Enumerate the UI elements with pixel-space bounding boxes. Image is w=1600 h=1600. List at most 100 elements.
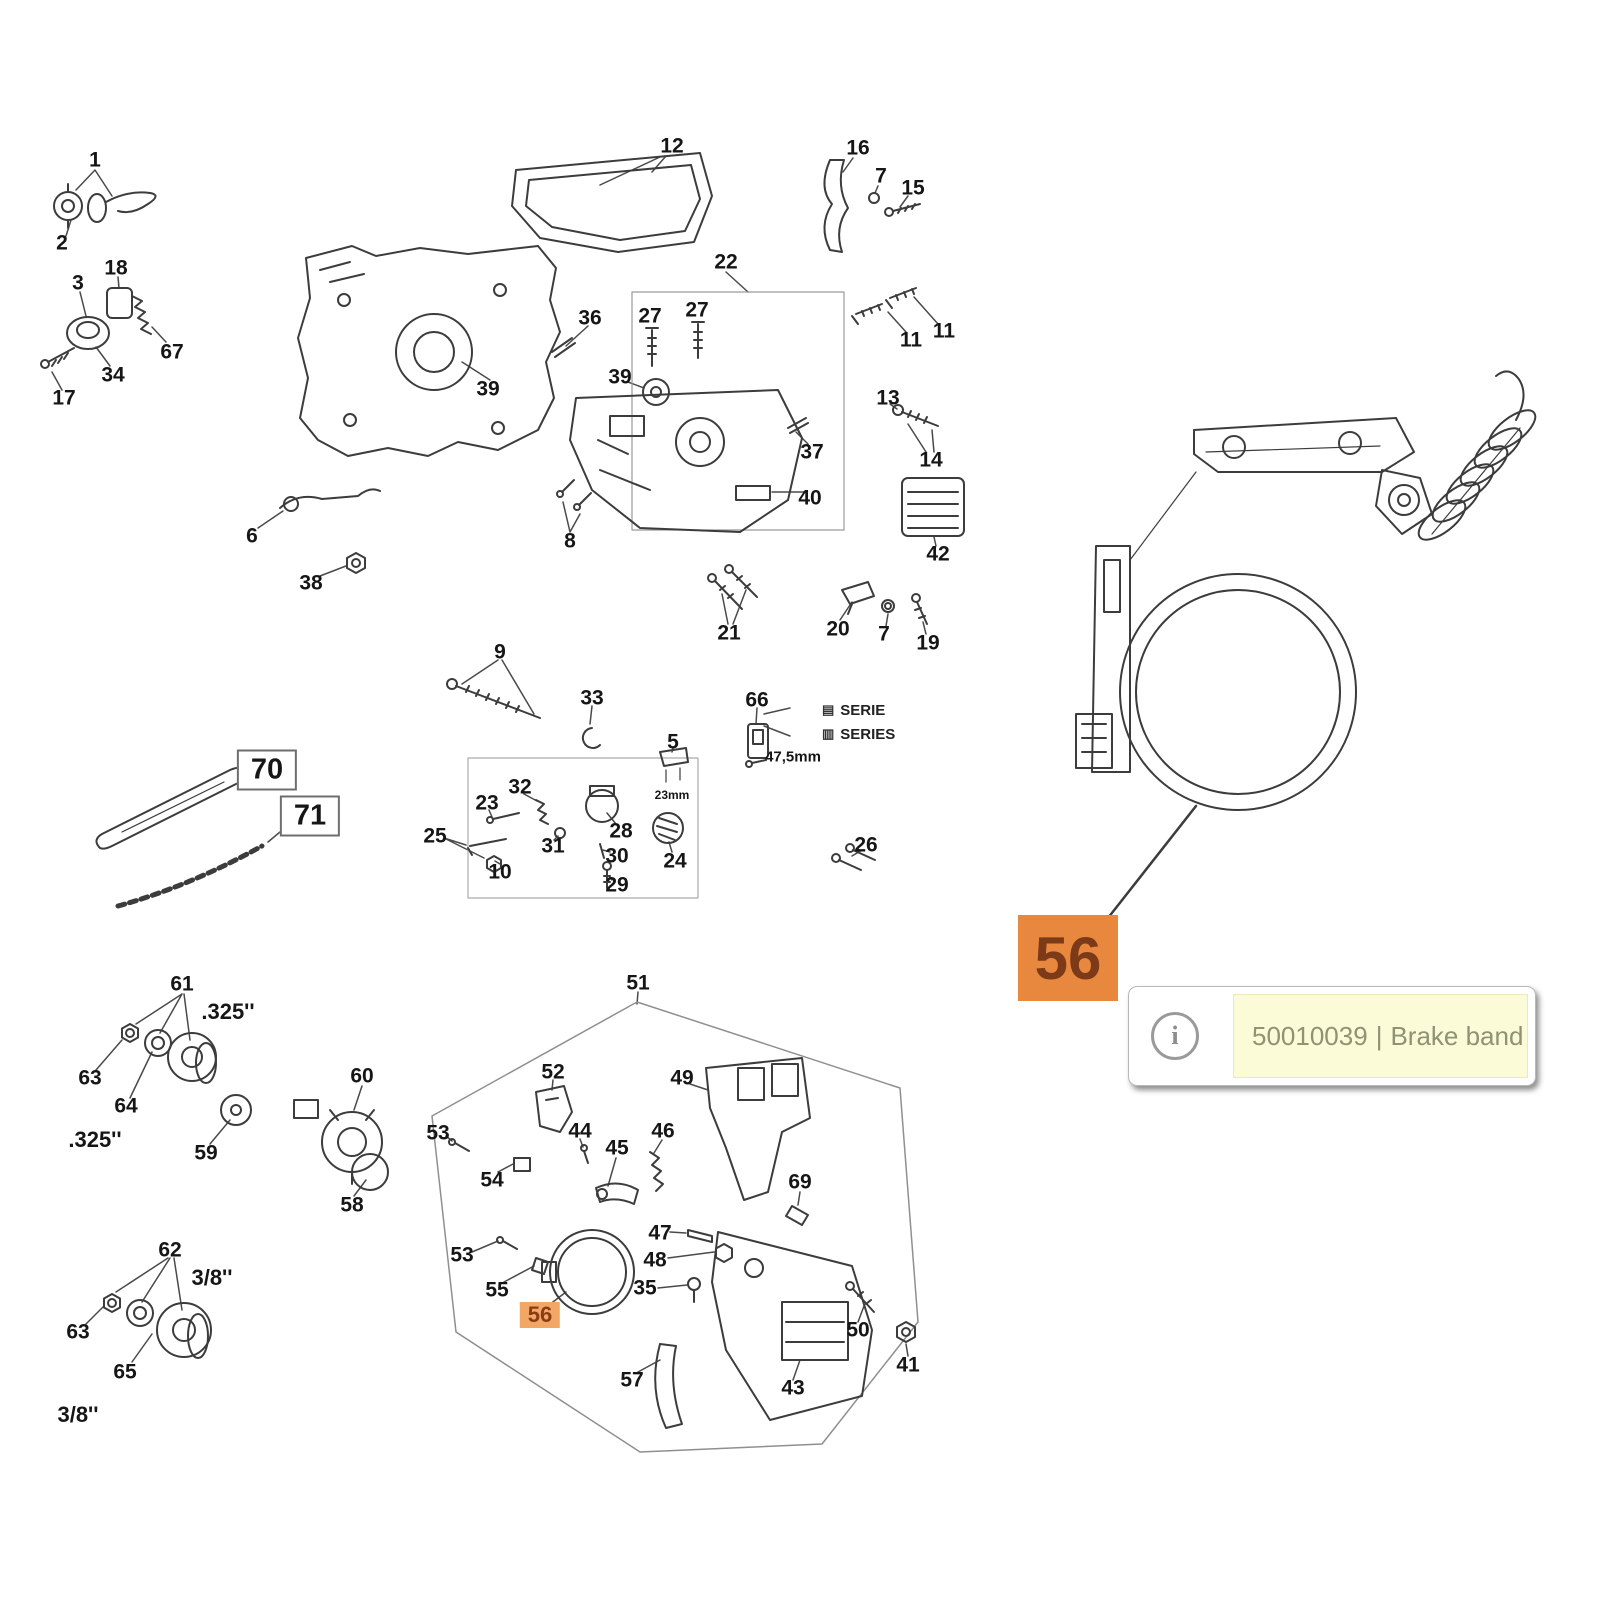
chain-type-icon: ▥ [822, 726, 835, 741]
part-label[interactable]: 10 [488, 860, 512, 884]
part-label[interactable]: 33 [580, 686, 604, 710]
part-label[interactable]: 19 [916, 631, 940, 655]
part-label[interactable]: 27 [638, 304, 662, 328]
part-label[interactable]: 12 [660, 134, 684, 158]
part-label[interactable]: 37 [800, 440, 824, 464]
part-label[interactable]: 6 [246, 524, 258, 548]
part-label[interactable]: 51 [626, 971, 650, 995]
part-label[interactable]: 61 [170, 972, 194, 996]
part-label[interactable]: 41 [896, 1353, 920, 1377]
part-label[interactable]: 32 [508, 775, 532, 799]
part-label[interactable]: 53 [426, 1121, 450, 1145]
part-label[interactable]: 64 [114, 1094, 138, 1118]
part-label[interactable]: 67 [160, 340, 184, 364]
part-label[interactable]: 54 [480, 1168, 504, 1192]
part-label[interactable]: 7 [878, 622, 890, 646]
part-label[interactable]: 5 [667, 730, 679, 754]
part-label[interactable]: 35 [633, 1276, 657, 1300]
part-label[interactable]: 31 [541, 834, 565, 858]
part-label[interactable]: 13 [876, 386, 900, 410]
part-label[interactable]: 16 [846, 136, 870, 160]
series-note-label: SERIE [840, 701, 886, 719]
part-label[interactable]: 2 [56, 231, 68, 255]
part-label[interactable]: 27 [685, 298, 709, 322]
part-label[interactable]: 69 [788, 1170, 812, 1194]
part-label[interactable]: 22 [714, 250, 738, 274]
part-label[interactable]: 55 [485, 1278, 509, 1302]
part-sketch-crankcase [297, 245, 561, 457]
part-label[interactable]: 39 [476, 377, 500, 401]
part-label[interactable]: 11 [899, 328, 923, 352]
part-label[interactable]: 3 [72, 271, 84, 295]
part-label[interactable]: 8 [564, 529, 576, 553]
part-label[interactable]: 24 [663, 849, 687, 873]
part-label[interactable]: 63 [78, 1066, 102, 1090]
part-label[interactable]: 63 [66, 1320, 90, 1344]
part-label[interactable]: 23 [475, 791, 499, 815]
part-label[interactable]: 44 [568, 1119, 592, 1143]
part-label[interactable]: 58 [340, 1193, 364, 1217]
part-label[interactable]: 38 [299, 571, 323, 595]
part-sketch-tensioner [446, 678, 601, 749]
part-sketch-brake-group [448, 1057, 916, 1429]
part-sketch-sprocket-38 [103, 1293, 212, 1359]
part-label[interactable]: 21 [717, 621, 741, 645]
part-label[interactable]: 29 [605, 873, 629, 897]
region-frame-pump [467, 757, 699, 899]
series-note-row: ▤ SERIE [822, 698, 895, 722]
series-note-label: SERIES [840, 725, 896, 743]
part-label[interactable]: 1 [89, 148, 101, 172]
part-label[interactable]: 57 [620, 1368, 644, 1392]
selected-part-callout[interactable]: 56 [1018, 915, 1118, 1001]
part-label[interactable]: 34 [101, 363, 125, 387]
part-label[interactable]: 25 [423, 824, 447, 848]
part-sketch-clutch [293, 1099, 389, 1191]
part-label[interactable]: 26 [854, 833, 878, 857]
part-label[interactable]: 28 [609, 819, 633, 843]
part-label[interactable]: 11 [932, 319, 956, 343]
part-label[interactable]: 15 [901, 176, 925, 200]
part-label[interactable]: 71 [279, 795, 341, 837]
part-label[interactable]: 36 [578, 306, 602, 330]
part-sketch-oil-pump [467, 747, 689, 889]
part-code: 50010039 [1252, 1020, 1368, 1051]
part-label[interactable]: 65 [113, 1360, 137, 1384]
part-label[interactable]: 9 [494, 640, 506, 664]
part-label[interactable]: 53 [450, 1243, 474, 1267]
part-separator: | [1375, 1020, 1383, 1051]
part-label[interactable]: 48 [643, 1248, 667, 1272]
info-icon: i [1151, 1012, 1199, 1060]
part-label[interactable]: 59 [194, 1141, 218, 1165]
part-sketch-throttle-rod [279, 479, 592, 574]
series-note: ▤ SERIE ▥ SERIES [822, 698, 895, 746]
part-label[interactable]: 52 [541, 1060, 565, 1084]
part-sketch-starter-pawl [53, 183, 157, 229]
part-label[interactable]: 30 [605, 844, 629, 868]
part-label-highlight[interactable]: 56 [519, 1302, 561, 1328]
part-label[interactable]: 39 [608, 365, 632, 389]
part-label[interactable]: 14 [919, 448, 943, 472]
part-label: 47,5mm [765, 748, 821, 766]
part-info-text: 50010039 | Brake band [1233, 994, 1528, 1078]
part-label[interactable]: 50 [846, 1318, 870, 1342]
part-label[interactable]: 42 [926, 542, 950, 566]
part-label[interactable]: 62 [158, 1238, 182, 1262]
part-label[interactable]: 47 [648, 1221, 672, 1245]
part-label[interactable]: 43 [781, 1376, 805, 1400]
part-label[interactable]: 20 [826, 617, 850, 641]
part-info-bar[interactable]: i 50010039 | Brake band [1128, 986, 1536, 1086]
part-label: .325'' [201, 999, 255, 1024]
part-label[interactable]: 45 [605, 1136, 629, 1160]
leader-lines [51, 155, 939, 1381]
part-label[interactable]: 70 [236, 749, 298, 791]
part-label[interactable]: 18 [104, 256, 128, 280]
part-label[interactable]: 66 [745, 688, 769, 712]
part-label[interactable]: 46 [651, 1119, 675, 1143]
part-sketch-sprocket-325 [121, 1023, 252, 1126]
part-label[interactable]: 40 [798, 486, 822, 510]
part-label[interactable]: 17 [52, 386, 76, 410]
part-label[interactable]: 49 [670, 1066, 694, 1090]
part-label[interactable]: 60 [350, 1064, 374, 1088]
part-label[interactable]: 7 [875, 164, 887, 188]
